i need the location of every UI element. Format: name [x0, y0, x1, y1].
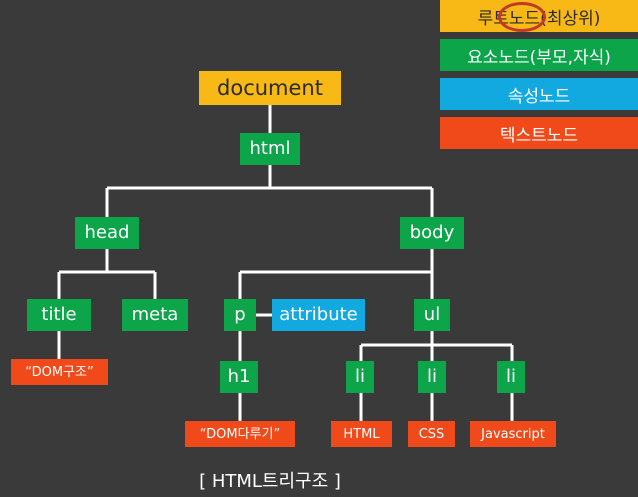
node-attribute: attribute: [272, 299, 365, 331]
node-p: p: [224, 299, 256, 331]
legend-element-node: 요소노드(부모,자식): [440, 39, 638, 71]
legend-element-label: 요소노드(부모,자식): [467, 47, 611, 68]
legend-attribute-label: 속성노드: [507, 86, 571, 107]
text-node-html: HTML: [331, 421, 392, 447]
legend-root-label: 루트노드(최상위): [477, 8, 601, 29]
node-meta: meta: [122, 299, 188, 331]
diagram-caption: [ HTML트리구조 ]: [199, 471, 341, 492]
node-body: body: [400, 217, 464, 249]
node-h1: h1: [220, 361, 258, 393]
node-document: document: [199, 71, 341, 105]
text-node-javascript: Javascript: [470, 421, 556, 447]
legend-root-node: 루트노드(최상위): [440, 0, 638, 32]
node-title: title: [27, 299, 91, 331]
legend-attribute-node: 속성노드: [440, 78, 638, 110]
text-node-css: CSS: [408, 421, 455, 447]
legend-text-node: 텍스트노드: [440, 117, 638, 149]
node-li-3: li: [497, 361, 525, 393]
node-ul: ul: [414, 299, 450, 331]
text-node-dom-handling: “DOM다루기”: [185, 421, 295, 447]
node-li-1: li: [346, 361, 374, 393]
node-li-2: li: [418, 361, 446, 393]
text-node-dom-structure: “DOM구조”: [11, 359, 108, 385]
node-head: head: [75, 217, 139, 249]
legend-text-label: 텍스트노드: [499, 125, 579, 146]
node-html: html: [240, 133, 300, 165]
